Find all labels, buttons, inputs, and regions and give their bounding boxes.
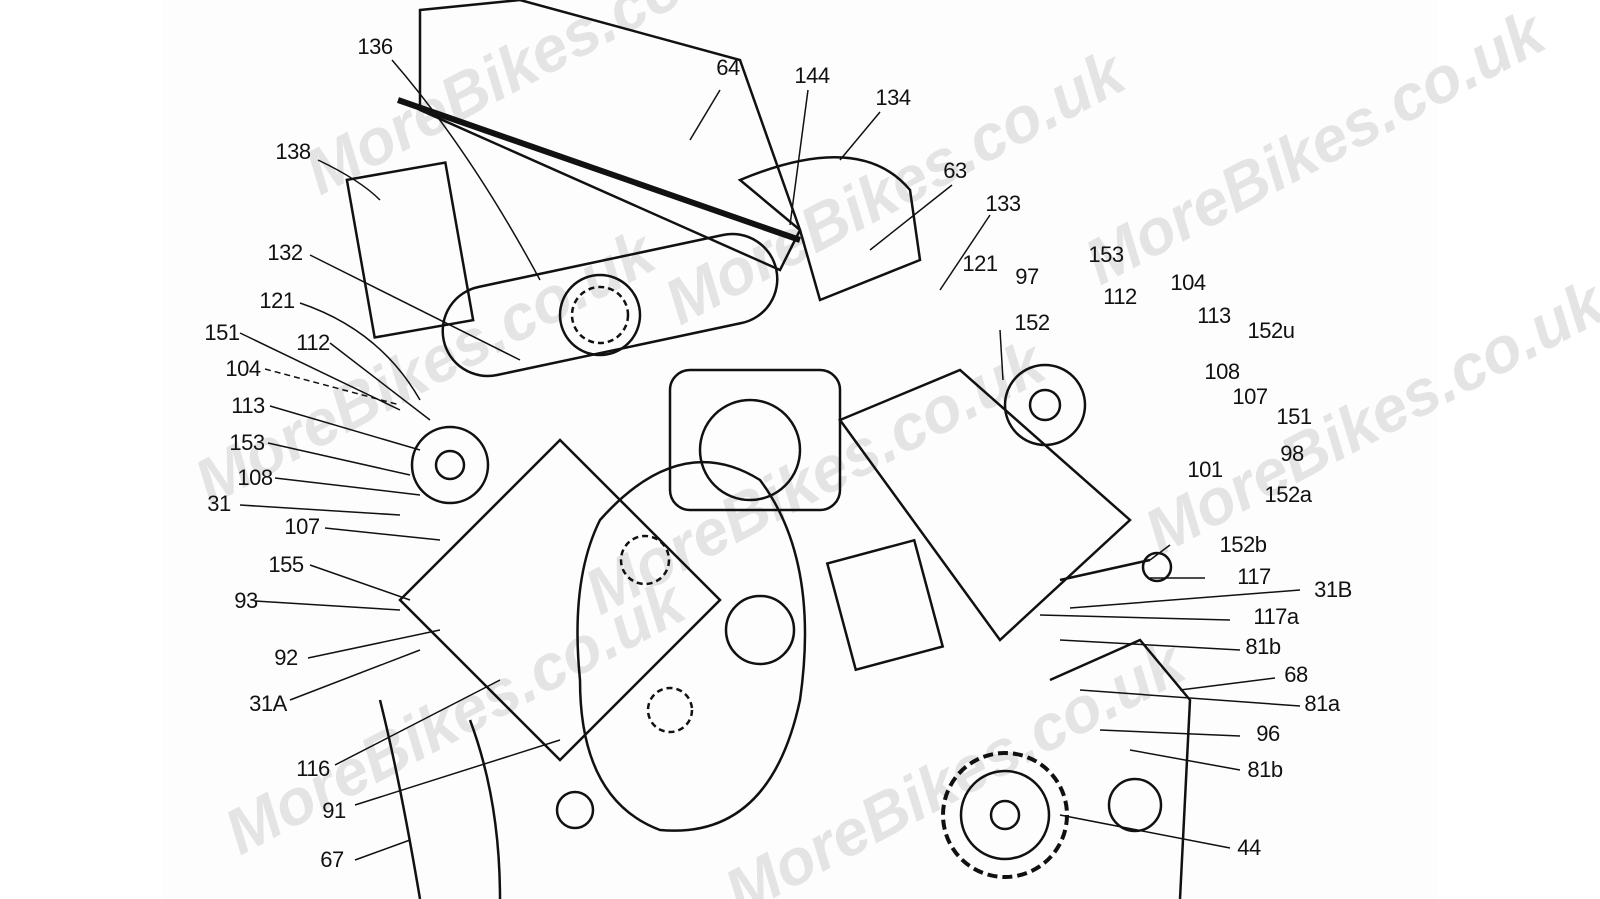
callout-label: 107 [1232, 384, 1268, 409]
throttle-body [345, 161, 475, 339]
left-valve-cover [410, 425, 490, 505]
callout-label: 152 [1014, 310, 1050, 335]
airbox [418, 0, 802, 272]
callout-label: 151 [204, 320, 240, 345]
callout-label: 93 [234, 588, 258, 613]
callout-label: 136 [357, 34, 393, 59]
front-cylinder [398, 438, 722, 762]
callout-label: 153 [229, 430, 265, 455]
callout-label: 121 [962, 251, 998, 276]
callout-label: 108 [1204, 359, 1240, 384]
intake-duct [737, 156, 922, 302]
callout-label: 132 [267, 240, 303, 265]
callout-label: 113 [231, 393, 265, 418]
callout-label: 81b [1247, 757, 1283, 782]
callout-label: 31B [1314, 577, 1352, 602]
callout-label: 153 [1088, 242, 1124, 267]
callout-label: 151 [1276, 404, 1312, 429]
callout-label: 98 [1280, 441, 1304, 466]
callout-label: 116 [296, 756, 330, 781]
callout-label: 112 [296, 330, 330, 355]
callout-label: 121 [259, 288, 295, 313]
callout-label: 44 [1237, 835, 1261, 860]
callout-label: 107 [284, 514, 320, 539]
callout-label: 104 [1170, 270, 1206, 295]
callout-label: 138 [275, 139, 311, 164]
callout-label: 152b [1219, 532, 1267, 557]
callout-label: 97 [1015, 264, 1039, 289]
callout-label: 81b [1245, 634, 1281, 659]
callout-label: 92 [274, 645, 298, 670]
callout-label: 152u [1247, 318, 1295, 343]
callout-label: 96 [1256, 721, 1280, 746]
drive-sprocket [941, 751, 1069, 879]
callout-label: 104 [225, 356, 261, 381]
callout-label: 152a [1264, 482, 1312, 507]
cam-chain-cover [576, 460, 807, 832]
callout-label: 63 [943, 158, 967, 183]
callout-label: 112 [1103, 284, 1137, 309]
callout-label: 117a [1253, 604, 1299, 629]
callout-label: 64 [716, 55, 740, 80]
callout-label: 81a [1304, 691, 1340, 716]
callout-label: 155 [268, 552, 304, 577]
right-valve-cover [1003, 363, 1087, 447]
callout-label: 31 [207, 491, 231, 516]
callout-label: 133 [985, 191, 1021, 216]
callout-label: 108 [237, 465, 273, 490]
rear-cylinder [838, 368, 1132, 642]
callout-label: 91 [322, 798, 346, 823]
callout-label: 134 [875, 85, 911, 110]
starter-motor [825, 538, 945, 672]
callout-label: 101 [1187, 457, 1223, 482]
callout-label: 31A [249, 691, 287, 716]
callout-label: 68 [1284, 662, 1308, 687]
callout-label: 113 [1197, 303, 1231, 328]
callout-label: 67 [320, 847, 344, 872]
callout-label: 144 [794, 63, 830, 88]
callout-label: 117 [1237, 564, 1271, 589]
